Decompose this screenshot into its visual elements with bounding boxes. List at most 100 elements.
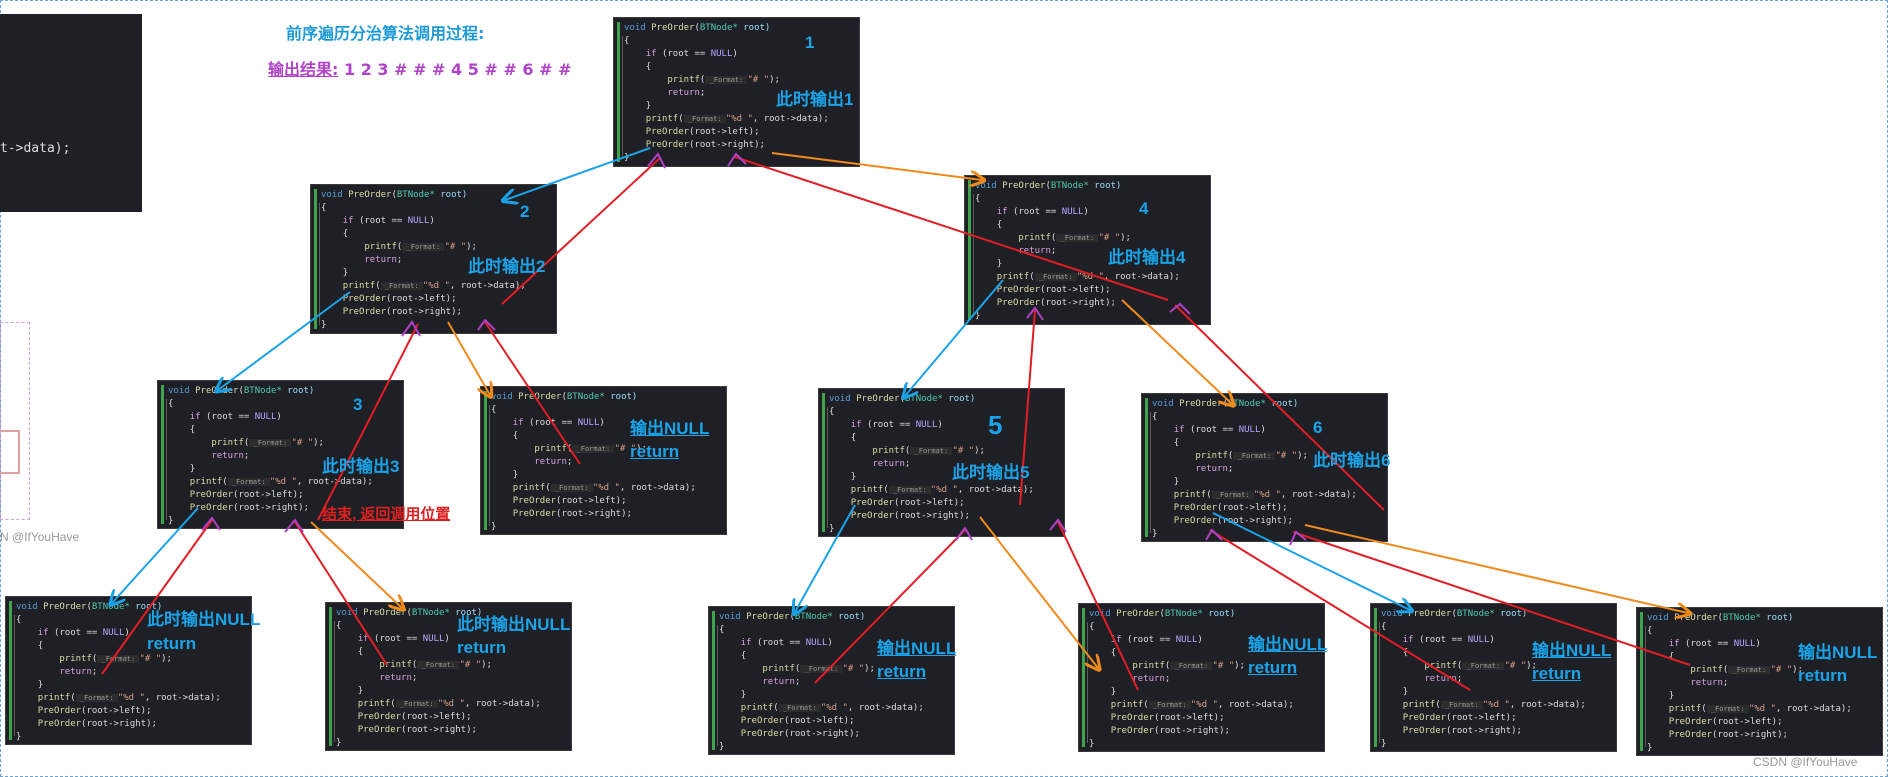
code-line-return: return; [211, 451, 250, 461]
code-line-brace-close: } [16, 732, 22, 742]
code-line-if: if (root == NULL) [1402, 635, 1495, 645]
indent-guide [1645, 626, 1646, 747]
code-line-signature: void PreOrder(BTNode* root) [1381, 609, 1528, 619]
code-line-brace-open: { [829, 407, 835, 417]
output-line: 输出结果: 1 2 3 # # # 4 5 # # 6 # # [268, 56, 571, 80]
return-label-a: return [630, 442, 680, 461]
left-watermark: N @IfYouHave [0, 530, 80, 544]
code-line-return: return; [1690, 678, 1729, 688]
code-line-brace-open: { [1089, 622, 1095, 632]
bottom-right-watermark: CSDN @IfYouHave [1753, 755, 1858, 769]
indent-guide [1087, 622, 1088, 743]
code-block-node-4: void PreOrder(BTNode* root) { if (root =… [964, 175, 1211, 325]
right-call-arrow-2-to-null [447, 321, 490, 395]
output-label-node-1: 此时输出1 [776, 90, 854, 109]
code-line-call-right: PreOrder(root->right); [1668, 730, 1788, 740]
code-line-call-left: PreOrder(root->left); [740, 716, 855, 726]
return-arrow-null-to-3b [294, 521, 388, 666]
code-line-call-right: PreOrder(root->right); [189, 503, 309, 513]
now-output-null-label-a: 此时输出NULL [147, 610, 261, 629]
return-label-d: return [877, 662, 927, 681]
return-label-e: return [1248, 658, 1298, 677]
code-line-call-left: PreOrder(root->left); [37, 706, 152, 716]
code-line-call-right: PreOrder(root->right); [740, 729, 860, 739]
code-line-inner-open: { [37, 641, 44, 651]
indent-guide [14, 615, 15, 736]
code-line-if: if (root == NULL) [37, 628, 130, 638]
code-line-if: if (root == NULL) [1110, 635, 1203, 645]
code-line-signature: void PreOrder(BTNode* root) [336, 608, 483, 618]
code-line-brace-open: { [321, 203, 327, 213]
code-line-call-right: PreOrder(root->right); [1173, 516, 1293, 526]
code-line-call-left: PreOrder(root->left); [1110, 713, 1225, 723]
code-line-return: return; [667, 88, 706, 98]
code-line-brace-open: { [1381, 622, 1387, 632]
code-line-inner-open: { [189, 425, 196, 435]
code-line-inner-open: { [357, 647, 364, 657]
code-line-call-right: PreOrder(root->right); [512, 509, 632, 519]
code-line-printf-data: printf( _Format: "%d ", root->data); [1668, 704, 1852, 714]
code-line-printf-hash: printf( _Format: "# "); [1195, 451, 1308, 461]
code-line-return: return; [379, 673, 418, 683]
code-line-inner-open: { [342, 229, 349, 239]
code-block-node-3: void PreOrder(BTNode* root) { if (root =… [157, 380, 404, 529]
code-line-brace-close: } [336, 738, 342, 748]
code-line-inner-close: } [1402, 687, 1409, 697]
code-line-call-left: PreOrder(root->left); [996, 285, 1111, 295]
code-line-printf-data: printf( _Format: "%d ", root->data); [37, 693, 221, 703]
code-line-brace-open: { [336, 621, 342, 631]
code-line-call-left: PreOrder(root->left); [850, 498, 965, 508]
code-line-inner-close: } [37, 680, 44, 690]
return-label-f: return [1532, 664, 1582, 683]
code-block-node-5-left-null: void PreOrder(BTNode* root) { if (root =… [708, 606, 955, 755]
code-line-inner-open: { [512, 431, 519, 441]
return-arrow-2-to-1 [501, 157, 661, 305]
code-line-inner-open: { [1402, 648, 1409, 658]
code-line-call-right: PreOrder(root->right); [996, 298, 1116, 308]
code-line-if: if (root == NULL) [740, 638, 833, 648]
return-label-g: return [1798, 666, 1848, 685]
code-line-call-left: PreOrder(root->left); [342, 294, 457, 304]
call-arrow-4-to-5 [905, 279, 1004, 396]
breakpoint-gutter [484, 391, 487, 530]
return-tip-2 [401, 320, 421, 337]
return-arrow-null-to-6b [1292, 531, 1691, 666]
code-line-if: if (root == NULL) [189, 412, 282, 422]
return-label-c: return [457, 638, 507, 657]
breakpoint-gutter [161, 385, 164, 524]
code-block-node-5: void PreOrder(BTNode* root) { if (root =… [818, 388, 1065, 537]
breakpoint-gutter [314, 189, 317, 329]
code-line-printf-hash: printf( _Format: "# "); [762, 664, 875, 674]
code-line-if: if (root == NULL) [850, 420, 943, 430]
code-line-if: if (root == NULL) [1668, 639, 1761, 649]
code-line-brace-close: } [1089, 739, 1095, 749]
code-block-node-3-right-null: void PreOrder(BTNode* root) { if (root =… [325, 602, 572, 751]
code-line-printf-data: printf( _Format: "%d ", root->data); [1402, 700, 1586, 710]
code-block-node-2-right-null: void PreOrder(BTNode* root) { if (root =… [480, 386, 727, 535]
code-line-brace-open: { [491, 405, 497, 415]
code-line-return: return; [534, 457, 573, 467]
output-label-node-3: 此时输出3 [322, 457, 400, 476]
code-line-inner-close: } [996, 259, 1003, 269]
code-line-if: if (root == NULL) [996, 207, 1089, 217]
breakpoint-gutter [712, 611, 715, 750]
code-line-inner-close: } [512, 470, 519, 480]
indent-guide [1150, 412, 1151, 533]
return-tip-3 [201, 516, 221, 531]
output-label-node-4: 此时输出4 [1108, 248, 1186, 267]
indent-guide [334, 621, 335, 742]
code-line-printf-hash: printf( _Format: "# "); [872, 446, 985, 456]
code-block-node-6-right-null: void PreOrder(BTNode* root) { if (root =… [1636, 607, 1883, 756]
now-output-null-label-b: 此时输出NULL [457, 615, 571, 634]
call-arrow-2-to-3 [218, 291, 351, 390]
indent-guide [717, 625, 718, 746]
return-tip-4c [1169, 302, 1191, 315]
return-tip-5 [955, 526, 973, 541]
code-line-inner-open: { [645, 62, 652, 72]
node-number-6: 6 [1313, 418, 1323, 437]
code-line-inner-close: } [1668, 691, 1675, 701]
right-call-arrow-6-to-null [1304, 524, 1688, 613]
code-line-printf-data: printf( _Format: "%d ", root->data); [357, 699, 541, 709]
indent-guide [489, 405, 490, 526]
